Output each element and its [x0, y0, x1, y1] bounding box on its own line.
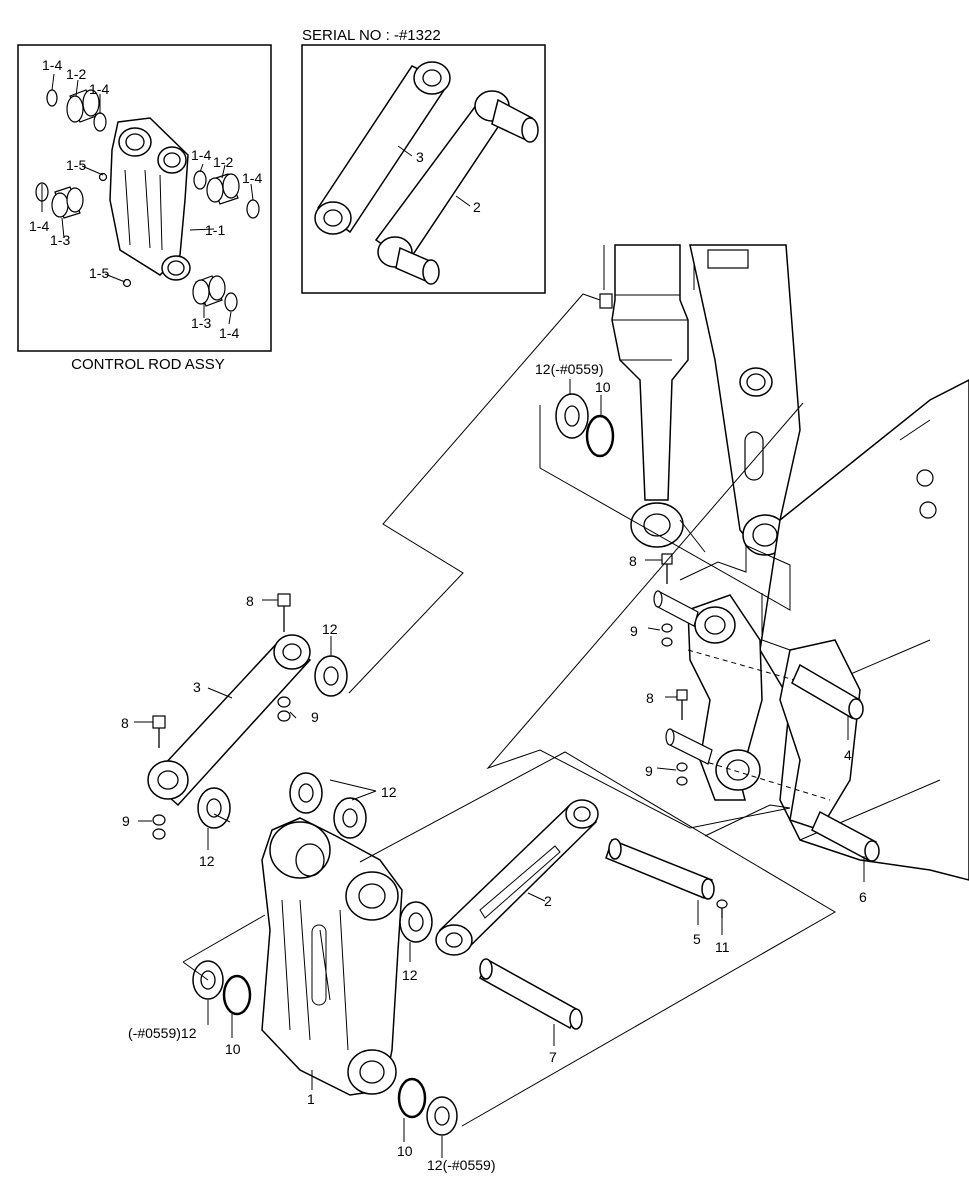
arm-bracket — [707, 249, 749, 269]
rod-3-main — [147, 634, 312, 807]
label-1-5: 1-5 — [66, 157, 86, 173]
ring-part — [246, 199, 260, 219]
rod-3-part — [314, 61, 451, 235]
label-1-3: 1-3 — [50, 232, 70, 248]
label-1-4: 1-4 — [89, 81, 109, 97]
label-p10-bottom: 10 — [397, 1143, 413, 1159]
nut-9-left-mid — [277, 696, 291, 722]
nut-9-left-low — [152, 814, 166, 840]
inset-frame — [17, 44, 272, 352]
ring-part — [224, 292, 238, 312]
label-p12-top: 12(-#0559) — [535, 361, 604, 377]
label-1-4: 1-4 — [42, 57, 62, 73]
label-1-4: 1-4 — [29, 218, 49, 234]
bolt-8-right-top — [661, 553, 673, 584]
label-p1: 1 — [307, 1091, 315, 1107]
washer-12-cluster — [289, 772, 367, 839]
pin-4 — [791, 663, 864, 720]
cylinder-clamp — [599, 293, 613, 309]
cylinder-rod-eye — [630, 502, 684, 548]
arm — [689, 244, 801, 547]
o-ring-10-left — [222, 974, 252, 1016]
bush-part — [192, 275, 226, 307]
label-1-1: 1-1 — [205, 222, 225, 238]
label-1-4: 1-4 — [242, 170, 262, 186]
control-rod-1 — [261, 817, 403, 1096]
nut-9-right-top — [661, 623, 673, 647]
washer-12-bottom — [426, 1096, 458, 1136]
bolt-8-right-low — [676, 689, 688, 720]
assembly-lines — [182, 293, 836, 1127]
label-p12-left-top: 12 — [322, 621, 338, 637]
label-p8-right-top: 8 — [629, 553, 637, 569]
label-p3: 3 — [193, 679, 201, 695]
washer-12-left — [197, 787, 231, 829]
label-p12-left-washer: 12 — [199, 853, 215, 869]
ring-part — [193, 170, 207, 190]
washer-12-right — [399, 901, 433, 943]
bush-part — [66, 89, 100, 123]
rod-2-main — [435, 799, 599, 956]
label-2: 2 — [473, 199, 481, 215]
control-rod-part — [109, 117, 191, 281]
grease-nipple-part — [98, 172, 108, 182]
washer-12-left-top — [314, 655, 348, 697]
ring-part — [93, 112, 107, 132]
pin-right-top — [653, 590, 699, 627]
pin-7 — [479, 958, 583, 1030]
label-p8-left-top: 8 — [246, 593, 254, 609]
o-ring-10-bottom — [397, 1077, 427, 1119]
bolt-11 — [716, 899, 728, 918]
label-3: 3 — [416, 149, 424, 165]
label-p12-bottom-left: (-#0559)12 — [128, 1025, 197, 1041]
bush-part — [206, 173, 240, 205]
pin-right-low — [665, 728, 713, 765]
bucket-bolt — [916, 469, 934, 487]
label-p4: 4 — [844, 747, 852, 763]
label-p5: 5 — [693, 931, 701, 947]
label-p9-left-low: 9 — [122, 813, 130, 829]
label-p12-cluster: 12 — [381, 784, 397, 800]
label-p9-right-top: 9 — [630, 623, 638, 639]
label-p10-top: 10 — [595, 379, 611, 395]
o-ring-10-top — [585, 414, 615, 458]
label-1-4: 1-4 — [191, 147, 211, 163]
pin-6 — [811, 810, 880, 862]
label-p12-right-washer: 12 — [402, 967, 418, 983]
label-p9-left-mid: 9 — [311, 709, 319, 725]
label-p8-right-low: 8 — [646, 690, 654, 706]
inset-control-rod-assy: CONTROL ROD ASSY — [17, 44, 272, 373]
nut-9-right-low — [676, 762, 688, 786]
label-p11: 11 — [715, 939, 730, 955]
label-p6: 6 — [859, 889, 867, 905]
label-1-2: 1-2 — [213, 154, 233, 170]
pin-5 — [605, 838, 715, 900]
inset-title: SERIAL NO : -#1322 — [302, 27, 441, 44]
bush-part — [51, 186, 84, 219]
bolt-8-left-top — [277, 593, 291, 632]
inset-serial: SERIAL NO : -#1322 3 2 — [301, 27, 546, 294]
label-p8-left-low: 8 — [121, 715, 129, 731]
label-1-5: 1-5 — [89, 265, 109, 281]
label-p2: 2 — [544, 893, 552, 909]
bucket-cylinder — [611, 244, 689, 501]
label-1-4: 1-4 — [219, 325, 239, 341]
rod-2-part — [374, 90, 539, 285]
arm-hole — [739, 367, 773, 397]
ring-part — [46, 89, 58, 107]
inset-frame — [301, 44, 546, 294]
label-p7: 7 — [549, 1049, 557, 1065]
bolt-8-left-low — [152, 715, 166, 748]
label-p10-left: 10 — [225, 1041, 241, 1057]
bucket-bolt — [919, 501, 937, 519]
washer-12-top — [555, 393, 589, 439]
label-p9-right-low: 9 — [645, 763, 653, 779]
arm-slot — [744, 431, 764, 481]
inset-title: CONTROL ROD ASSY — [71, 356, 225, 373]
grease-nipple-part — [122, 278, 132, 288]
label-1-3: 1-3 — [191, 315, 211, 331]
label-1-2: 1-2 — [66, 66, 86, 82]
label-p12-bottom: 12(-#0559) — [427, 1157, 496, 1173]
